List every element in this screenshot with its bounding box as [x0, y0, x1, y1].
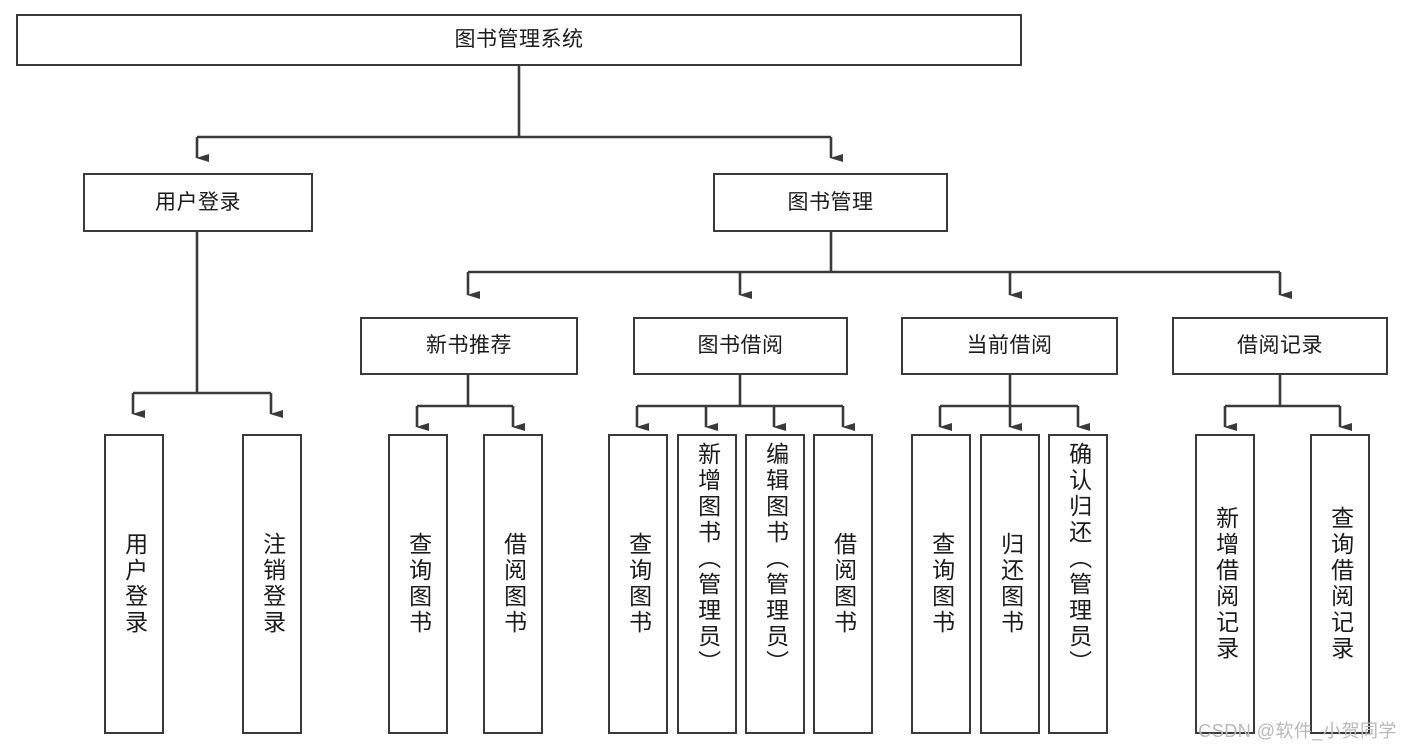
- node-label: 新增图书（管理员）: [694, 442, 721, 676]
- node-label: 确认归还（管理员）: [1065, 442, 1092, 676]
- node-label: 图书管理系统: [454, 28, 584, 52]
- node-label: 用户登录: [155, 190, 241, 214]
- node-book-management[interactable]: 图书管理: [713, 173, 948, 232]
- node-book-borrow[interactable]: 图书借阅: [633, 317, 848, 375]
- node-label: 借阅图书: [830, 532, 857, 636]
- leaf-edit-book-admin[interactable]: 编辑图书（管理员）: [745, 434, 805, 734]
- leaf-query-book-current[interactable]: 查询图书: [911, 434, 971, 734]
- node-label: 借阅图书: [500, 532, 527, 636]
- node-label: 归还图书: [997, 532, 1024, 636]
- leaf-add-book-admin[interactable]: 新增图书（管理员）: [677, 434, 737, 734]
- leaf-logout-login[interactable]: 注销登录: [242, 434, 302, 734]
- node-label: 编辑图书（管理员）: [762, 442, 789, 676]
- node-label: 图书管理: [787, 190, 874, 214]
- node-label: 查询图书: [625, 532, 652, 636]
- node-root-book-management-system[interactable]: 图书管理系统: [16, 14, 1022, 66]
- leaf-return-book[interactable]: 归还图书: [980, 434, 1040, 734]
- csdn-watermark: CSDN @软件_小贺同学: [1198, 721, 1397, 741]
- leaf-query-book-recommend[interactable]: 查询图书: [388, 434, 448, 734]
- node-new-book-recommend[interactable]: 新书推荐: [360, 317, 578, 375]
- leaf-borrow-book-recommend[interactable]: 借阅图书: [483, 434, 543, 734]
- leaf-add-borrow-record[interactable]: 新增借阅记录: [1195, 434, 1255, 734]
- node-label: 当前借阅: [966, 334, 1053, 358]
- leaf-user-login[interactable]: 用户登录: [104, 434, 164, 734]
- node-label: 新书推荐: [426, 334, 512, 358]
- node-label: 图书借阅: [697, 334, 784, 358]
- leaf-query-borrow-record[interactable]: 查询借阅记录: [1310, 434, 1370, 734]
- leaf-borrow-book-borrow[interactable]: 借阅图书: [813, 434, 873, 734]
- leaf-query-book-borrow[interactable]: 查询图书: [608, 434, 668, 734]
- node-label: 注销登录: [259, 532, 286, 636]
- node-user-login[interactable]: 用户登录: [83, 173, 313, 232]
- node-label: 借阅记录: [1237, 334, 1323, 358]
- node-label: 查询图书: [405, 532, 432, 636]
- node-label: 查询图书: [928, 532, 955, 636]
- node-label: 用户登录: [121, 532, 148, 636]
- node-borrow-record[interactable]: 借阅记录: [1172, 317, 1388, 375]
- node-label: 查询借阅记录: [1327, 506, 1354, 662]
- leaf-confirm-return-admin[interactable]: 确认归还（管理员）: [1048, 434, 1108, 734]
- node-current-borrow[interactable]: 当前借阅: [901, 317, 1118, 375]
- node-label: 新增借阅记录: [1212, 506, 1239, 662]
